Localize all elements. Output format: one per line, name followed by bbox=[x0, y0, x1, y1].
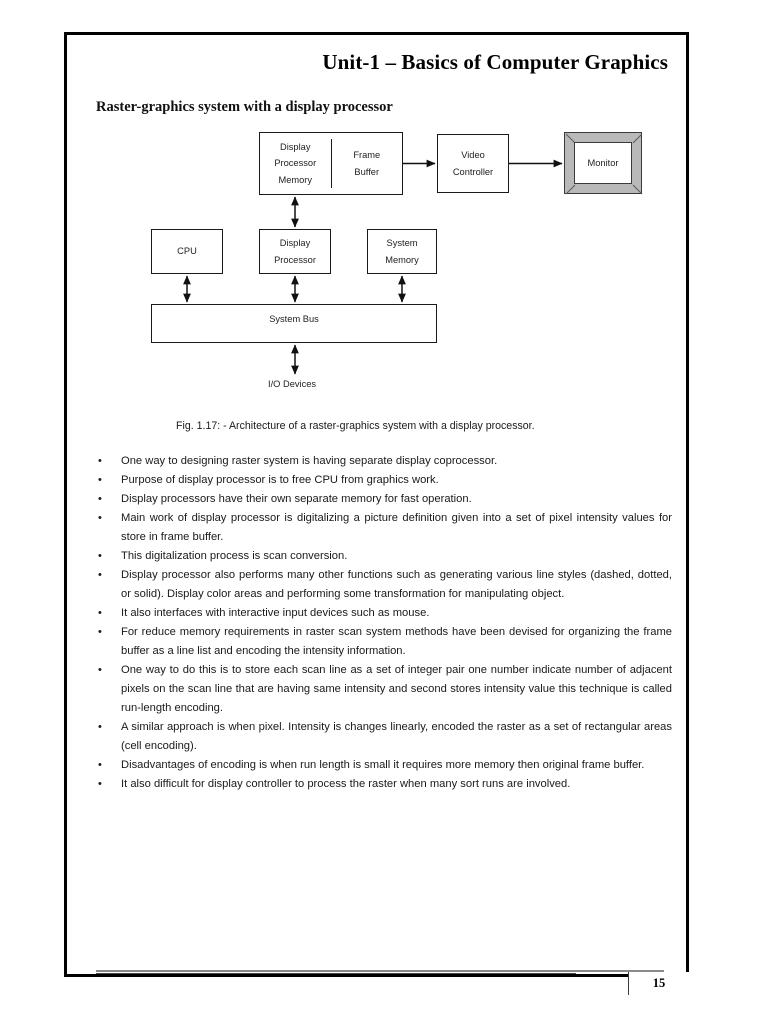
list-item: • Disadvantages of encoding is when run l… bbox=[96, 756, 672, 775]
bullet-marker-icon: • bbox=[98, 550, 102, 562]
page-number: 15 bbox=[628, 972, 689, 995]
list-item-text: Main work of display processor is digita… bbox=[121, 512, 672, 543]
bullet-marker-icon: • bbox=[98, 607, 102, 619]
bullet-marker-icon: • bbox=[98, 569, 102, 581]
list-item-text: For reduce memory requirements in raster… bbox=[121, 626, 672, 657]
list-item-text: Purpose of display processor is to free … bbox=[121, 474, 439, 486]
bullet-marker-icon: • bbox=[98, 512, 102, 524]
list-item-text: Display processors have their own separa… bbox=[121, 493, 472, 505]
bullet-marker-icon: • bbox=[98, 474, 102, 486]
list-item: • Display processor also performs many ot… bbox=[96, 566, 672, 604]
bullet-marker-icon: • bbox=[98, 759, 102, 771]
bullet-marker-icon: • bbox=[98, 778, 102, 790]
page-title: Unit-1 – Basics of Computer Graphics bbox=[322, 50, 668, 74]
list-item: • One way to designing raster system is h… bbox=[96, 452, 672, 471]
bullet-marker-icon: • bbox=[98, 455, 102, 467]
list-item: • This digitalization process is scan con… bbox=[96, 547, 672, 566]
list-item: • Main work of display processor is digit… bbox=[96, 509, 672, 547]
section-heading: Raster-graphics system with a display pr… bbox=[96, 99, 393, 115]
bullet-marker-icon: • bbox=[98, 626, 102, 638]
bullet-marker-icon: • bbox=[98, 664, 102, 676]
figure-caption: Fig. 1.17: - Architecture of a raster-gr… bbox=[176, 420, 535, 432]
list-item: • It also difficult for display controlle… bbox=[96, 775, 672, 794]
list-item: • Purpose of display processor is to free… bbox=[96, 471, 672, 490]
list-item-text: It also interfaces with interactive inpu… bbox=[121, 607, 430, 619]
list-item-text: It also difficult for display controller… bbox=[121, 778, 571, 790]
list-item: • Display processors have their own separ… bbox=[96, 490, 672, 509]
list-item-text: Display processor also performs many oth… bbox=[121, 569, 672, 600]
footer-rule bbox=[96, 970, 664, 972]
bullet-list: • One way to designing raster system is h… bbox=[96, 452, 672, 794]
list-item-text: Disadvantages of encoding is when run le… bbox=[121, 759, 645, 771]
list-item: • One way to do this is to store each sca… bbox=[96, 661, 672, 718]
list-item-text: A similar approach is when pixel. Intens… bbox=[121, 721, 672, 752]
list-item: • A similar approach is when pixel. Inten… bbox=[96, 718, 672, 756]
footer-rule-secondary bbox=[96, 973, 576, 974]
list-item: • For reduce memory requirements in raste… bbox=[96, 623, 672, 661]
bullet-marker-icon: • bbox=[98, 721, 102, 733]
list-item-text: This digitalization process is scan conv… bbox=[121, 550, 348, 562]
list-item-text: One way to designing raster system is ha… bbox=[121, 455, 498, 467]
list-item-text: One way to do this is to store each scan… bbox=[121, 664, 672, 714]
bullet-marker-icon: • bbox=[98, 493, 102, 505]
list-item: • It also interfaces with interactive inp… bbox=[96, 604, 672, 623]
